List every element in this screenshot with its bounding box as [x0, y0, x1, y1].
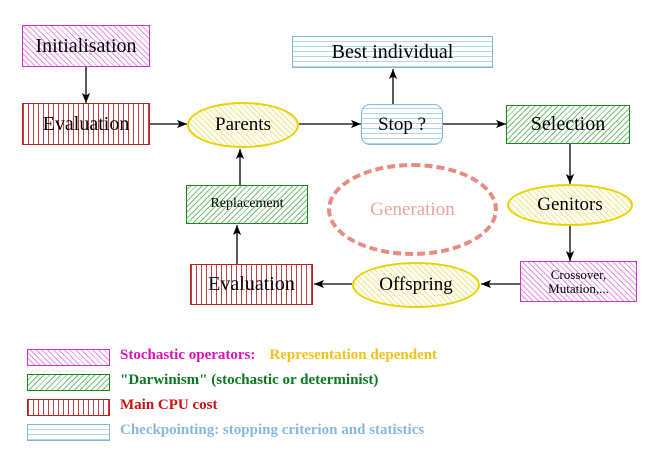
node-selection: Selection	[506, 105, 630, 144]
legend-label-checkpointing: Checkpointing: stopping criterion and st…	[120, 422, 425, 438]
node-genitors: Genitors	[507, 184, 633, 226]
node-initialisation: Initialisation	[22, 25, 150, 67]
node-parents: Parents	[187, 102, 299, 148]
node-label-evaluation_bottom: Evaluation	[208, 273, 295, 295]
node-evaluation_bottom: Evaluation	[190, 264, 313, 305]
node-label-offspring: Offspring	[379, 274, 453, 296]
node-label-parents: Parents	[215, 114, 271, 136]
node-label-genitors: Genitors	[537, 194, 603, 216]
legend-label-stochastic-operators: Stochastic operators:Representation depe…	[120, 347, 438, 363]
node-best_individual: Best individual	[292, 36, 493, 68]
node-label-replacement: Replacement	[210, 196, 284, 212]
legend-swatch-main-cpu-cost	[27, 399, 110, 416]
node-label-evaluation_top: Evaluation	[42, 112, 130, 135]
legend-label-main-cpu-cost: Main CPU cost	[120, 397, 218, 413]
node-replacement: Replacement	[186, 185, 308, 224]
legend-swatch-darwinism	[27, 374, 110, 391]
generation-ellipse: Generation	[327, 163, 498, 256]
legend-label-darwinism: "Darwinism" (stochastic or determinist)	[120, 372, 379, 388]
node-offspring: Offspring	[352, 262, 480, 308]
legend-sublabel-stochastic-operators: Representation dependent	[269, 347, 438, 363]
legend-swatch-stochastic-operators	[27, 349, 110, 366]
node-label-crossover: Crossover, Mutation,...	[548, 266, 609, 296]
node-label-selection: Selection	[530, 113, 606, 135]
node-crossover: Crossover, Mutation,...	[520, 261, 637, 302]
node-label-initialisation: Initialisation	[35, 34, 137, 57]
node-stop: Stop ?	[361, 104, 443, 145]
node-evaluation_top: Evaluation	[22, 103, 150, 145]
legend-swatch-checkpointing	[27, 424, 110, 441]
node-label-stop: Stop ?	[377, 113, 427, 135]
node-label-best_individual: Best individual	[331, 40, 454, 63]
generation-label: Generation	[370, 198, 455, 220]
